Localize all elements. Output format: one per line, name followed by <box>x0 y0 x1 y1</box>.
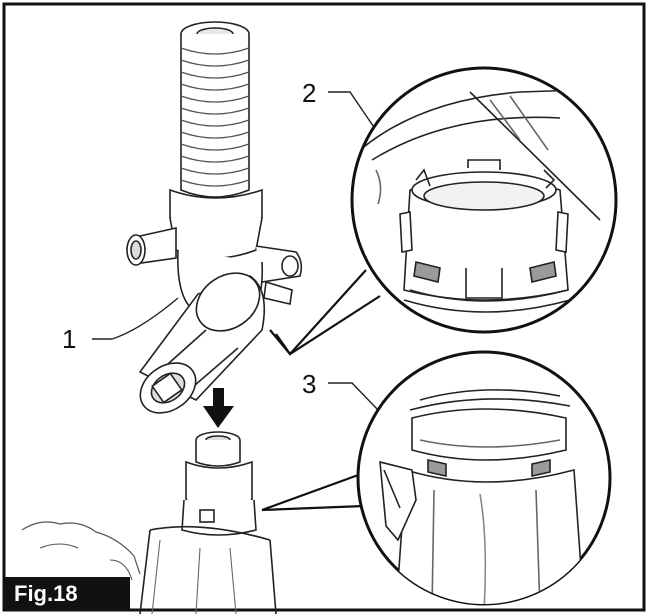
figure-label: Fig.18 <box>4 577 130 611</box>
callout-3: 3 <box>302 369 317 399</box>
side-handle-assembly <box>126 21 303 414</box>
detail-callout-top <box>269 66 618 356</box>
tool-barrel <box>21 431 277 614</box>
dust-bellows <box>180 21 250 198</box>
leader-1 <box>92 297 179 340</box>
install-direction-arrow <box>203 388 234 428</box>
callout-1: 1 <box>62 324 77 354</box>
callout-2: 2 <box>302 78 317 108</box>
detail-callout-bottom <box>261 350 612 606</box>
